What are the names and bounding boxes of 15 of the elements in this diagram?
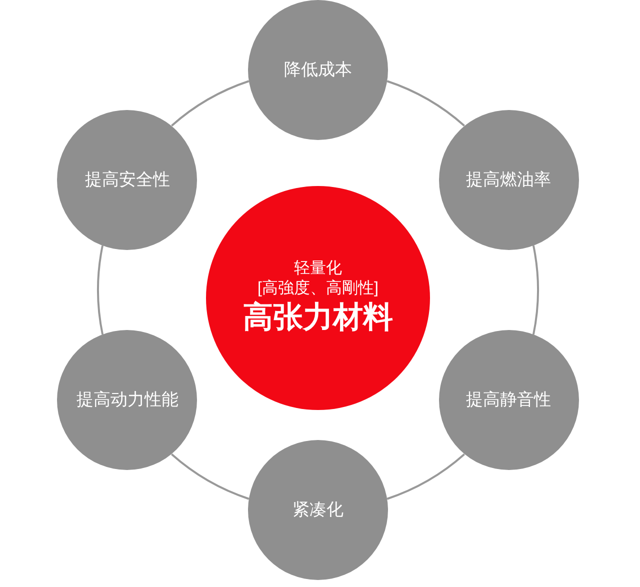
core-subtitle: [高強度、高剛性]	[258, 279, 378, 300]
ring-connector	[532, 245, 539, 335]
benefit-label: 提高安全性	[84, 169, 170, 191]
ring-connector	[171, 454, 250, 500]
core-subtitle: 轻量化	[294, 259, 342, 280]
benefit-label: 提高动力性能	[76, 389, 178, 411]
ring-connector	[386, 454, 465, 500]
benefit-label: 紧凑化	[292, 499, 344, 521]
benefit-label: 降低成本	[284, 59, 352, 81]
core-title: 高张力材料	[243, 300, 393, 336]
ring-connector	[386, 80, 465, 126]
ring-connector	[97, 245, 104, 335]
benefit-label: 提高静音性	[466, 389, 552, 411]
ring-connector	[171, 80, 250, 126]
benefit-label: 提高燃油率	[466, 169, 552, 191]
